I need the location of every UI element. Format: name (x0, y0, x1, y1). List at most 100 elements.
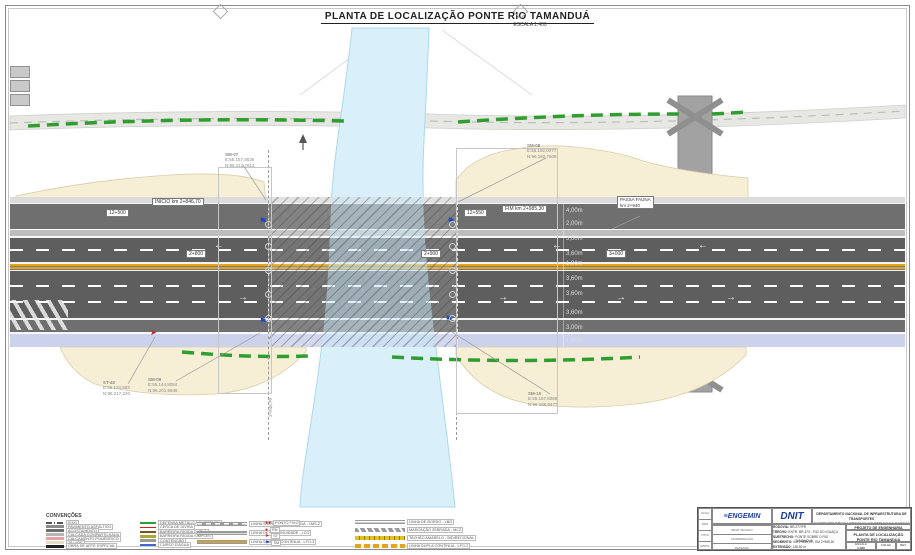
legend-marker-icon: ➤ (265, 533, 270, 539)
survey-ring (265, 243, 272, 250)
margin-cell: APROV. (699, 542, 711, 549)
dimension-label: 2,00m (566, 221, 583, 227)
sheet-number-cell: FOLHA (876, 542, 896, 550)
legend-item: MARCAÇÃO ZEBRADA - MCZ (355, 527, 464, 533)
legend-label: PONTO FIXO (273, 520, 301, 526)
legend-swatch (355, 543, 405, 549)
bridge-start-label: INÍCIO km 2+846,70 (152, 198, 204, 207)
survey-ring (265, 221, 272, 228)
passa-fauna-label: PASSA FAUNA km 2+940 (617, 196, 654, 210)
margin-cell: DATA (699, 520, 711, 531)
revision-cell: REV. (896, 542, 911, 550)
legend-swatch (197, 531, 247, 535)
axis-station-box: 2+900 (421, 250, 442, 259)
legend-label: SM (271, 539, 282, 546)
page-title: PLANTA DE LOCALIZAÇÃO PONTE RIO TAMANDUÁ (0, 11, 915, 24)
survey-ring (265, 267, 272, 274)
dimension-label: 3,60m (566, 251, 583, 257)
legend-marker-icon: ●● (265, 520, 272, 526)
corner-stamp (10, 80, 30, 92)
legend-title: CONVENÇÕES (46, 513, 82, 519)
survey-ring (265, 291, 272, 298)
survey-ring (449, 243, 456, 250)
survey-ring (449, 315, 456, 322)
legend-swatch (197, 522, 247, 526)
dimension-label: 3,00m (566, 325, 583, 331)
legend-item: ●●PONTO FIXO (265, 520, 301, 526)
dimension-guide (563, 203, 564, 347)
legend-swatch (46, 529, 64, 533)
legend-swatch (140, 522, 156, 524)
titleblock-row: SEGMENTO:KM 2+846,70 - KM 2+985,30 (773, 540, 835, 545)
station-box: 12+500 (106, 209, 129, 218)
legend-swatch (355, 519, 405, 525)
sheet-outer-frame (5, 5, 910, 550)
north-arrow-icon (299, 134, 307, 150)
legend-item: ⚑SM (265, 539, 282, 546)
legend-item: LINHA DE CONTINUIDADE - LCO (197, 530, 312, 536)
legend-item: LINHA SIMPLES SECCIONADA - LMS-2 (197, 521, 322, 527)
dimension-label: 3,60m (566, 291, 583, 297)
legend-item: ●RN (265, 526, 280, 533)
dimension-label: 3,60m (566, 276, 583, 282)
survey-ring (449, 291, 456, 298)
sm-marker: ⚑ (259, 316, 268, 326)
legend-item: CURSO D'ÁGUA (140, 542, 191, 548)
bridge-deck-hatch (268, 197, 458, 347)
river-under-bridge (268, 197, 456, 347)
legend-swatch (140, 530, 156, 533)
legend: CONVENÇÕES EIXOPAVIMENTO ASFÁLTICOACOSTA… (44, 513, 516, 550)
traffic-arrow-right: → (616, 292, 626, 303)
legend-swatch (46, 537, 64, 541)
legend-label: LINHA DE BORDO - LBO (407, 519, 455, 525)
legend-label: CALÇAMENTO POLIÉDRICO (66, 535, 121, 542)
legend-item: LINHA DUPLA CONTÍNUA - LFO-2 (355, 543, 471, 549)
survey-ring (449, 221, 456, 228)
signature-cell: COORDENAÇÃO (713, 534, 771, 543)
agency-name: DEPARTAMENTO NACIONAL DE INFRAESTRUTURA … (812, 508, 911, 524)
legend-swatch (140, 534, 156, 538)
guardrail-line (27, 110, 749, 363)
legend-item: ➤ST (265, 533, 281, 539)
legend-label: LINHA DE CONTINUIDADE - LCO (249, 530, 312, 536)
legend-item: TACHÃO AMARELO - BIDIRECIONAL (355, 535, 477, 541)
legend-swatch (355, 527, 405, 533)
traffic-arrow-right: → (498, 292, 508, 303)
dimension-label: 1,60m (566, 338, 583, 344)
legend-label: LINHA SIMPLES CONTÍNUA - LFO-3 (249, 539, 317, 545)
legend-swatch (355, 535, 405, 541)
dimension-label: 1,80m (566, 261, 583, 267)
legend-swatch (46, 544, 64, 548)
legend-swatch (140, 539, 156, 543)
legend-label: LINHA DUPLA CONTÍNUA - LFO-2 (407, 543, 471, 549)
legend-swatch (140, 544, 156, 546)
axis-station-box: 2+800 (186, 250, 207, 259)
signature-cell: DESENHO (713, 543, 771, 549)
legend-item: CALÇAMENTO POLIÉDRICO (46, 535, 121, 542)
approach-outline (456, 148, 558, 414)
corner-stamp (10, 94, 30, 106)
axis-station-box: 3+000 (606, 250, 627, 259)
margin-cell: VISTO (699, 531, 711, 542)
legend-swatch (197, 540, 247, 544)
scale-note: ESCALA 1:400 (513, 22, 547, 28)
legend-label: RN (270, 526, 280, 533)
legend-marker-icon: ● (265, 526, 269, 533)
agency-logo: DNIT (772, 508, 812, 524)
margin-cell: LOCAL (699, 509, 711, 520)
titleblock-row: EXTENSÃO:138,60 m (773, 545, 806, 550)
st-marker: ➤ (150, 328, 157, 337)
legend-label: MARCAÇÃO ZEBRADA - MCZ (407, 527, 464, 533)
drawing-title: PLANTA DE LOCALIZAÇÃO PONTE RIO TAMANDUÁ (846, 530, 911, 542)
